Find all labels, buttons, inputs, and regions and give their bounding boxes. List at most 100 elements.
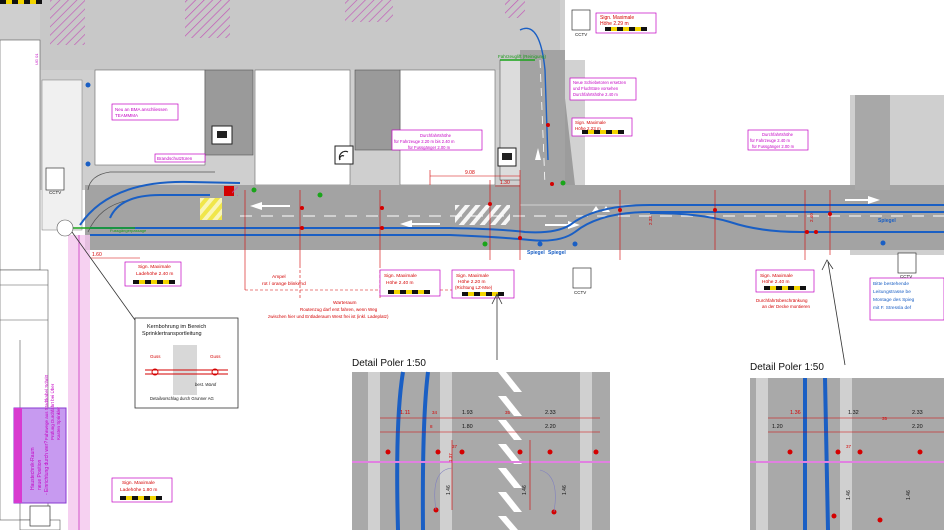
detail-left-dim-3: 2.33 <box>545 410 556 416</box>
kernbohrung-title-1: Kernbohrung im Bereich <box>147 324 206 330</box>
durchfahrt-right-2: für Fahrzeuge 2.40 m <box>750 138 791 143</box>
road-green-label: Fussgängerpassage <box>110 228 147 233</box>
green-path <box>65 59 535 229</box>
detail-left-small-3: 8 <box>430 424 433 429</box>
ampel-1: Ampel <box>272 274 286 280</box>
durchfahrt-left-1: Durchfahrtshöhe <box>420 133 452 138</box>
cctv-icon <box>29 9 917 527</box>
detail-right-vdim-2: 1.46 <box>906 490 912 500</box>
spiegel-label-3: Spiegel <box>878 218 896 224</box>
cctv-label-bottom: CCTV <box>574 290 586 295</box>
small-markers <box>85 82 886 247</box>
fahrzeuglift-label: Fahrzeuglift (Reinigung) <box>498 54 547 59</box>
labels-top: Sign. Maximale Höhe 2.29 m CCTV Fahrzeug… <box>34 15 795 195</box>
wand-label: best. Wand <box>195 382 217 387</box>
warteraum-text-1: Routenzug darf erst fahren, wenn Weg <box>300 307 378 312</box>
right-note-2: Leitungstrasse be <box>873 289 911 295</box>
guss-left: Guss <box>150 354 161 359</box>
sign-lade-1: Sign. Maximale <box>138 264 171 270</box>
bma-note-1: Neu an BMA anschliessen <box>115 107 168 112</box>
detail-left-vdim-1: 1.46 <box>446 485 452 495</box>
durchfahrt-decke-1: Durchfahrtsbeschränkung <box>756 298 808 303</box>
schiebetor-1: Neue Schiebetoren ersetzen <box>573 80 627 85</box>
detail-right-panel <box>750 377 944 530</box>
kernbohrung-title-2: Sprinklertransportleitung <box>142 331 202 337</box>
pink-text-2: Prüfung Durchfahrt bei Über <box>49 383 55 440</box>
dim-right-240: 2.40 <box>809 213 814 222</box>
detail-right-title: Detail Poler 1:50 <box>750 362 824 373</box>
sign-240-2: Höhe 2.40 m <box>386 280 413 286</box>
sign-lade-low-1: Sign. Maximale <box>122 480 155 486</box>
dim-right-233: 2.33 <box>648 216 653 225</box>
cctv-label-top: CCTV <box>575 32 587 37</box>
sign-right-2: Höhe 2.40 m <box>762 279 789 285</box>
spiegel-label-1: Spiegel <box>527 250 545 256</box>
wifi-icon <box>334 145 354 165</box>
detail-right-small-1: 37 <box>846 444 852 449</box>
detail-left-vdim-3: 1.37 <box>448 453 453 462</box>
labels-detail-left: Detail Poler 1:50 1.11 1.93 2.33 1.80 2.… <box>352 358 568 495</box>
side-code: UG 01 <box>34 53 39 65</box>
detail-right-dim-1: 1.36 <box>790 410 801 416</box>
labels-bottom: Sign. Maximale Ladehöhe 2.40 m Ampel rot… <box>120 264 915 493</box>
room-text-1: Haustechnik-Raum <box>30 447 36 490</box>
detail-right-dim-3: 2.33 <box>912 410 923 416</box>
cctv-label-left: CCTV <box>49 190 61 195</box>
bollard-markers <box>300 123 832 240</box>
dim-130: 1.30 <box>500 180 510 186</box>
detail-left-dim-1: 1.11 <box>400 410 410 416</box>
room-text-3: - Einrichtung durch wer? <box>44 441 50 495</box>
blue-route <box>79 27 944 242</box>
detail-right-dim-2: 1.32 <box>848 410 859 416</box>
right-note-1: Bitte bestehende <box>873 281 909 287</box>
sign-top-right-2: Höhe 2.29 m <box>600 21 629 27</box>
detail-left-dim-5: 2.20 <box>545 424 556 430</box>
detail-left-vdim-2: 1.46 <box>522 485 528 495</box>
schiebetor-3: Durchfahrtshöhe 2.40 m <box>573 92 618 97</box>
spiegel-label-2: Spiegel <box>548 250 566 256</box>
sign-mid-2: Höhe 2.23 m <box>575 126 601 131</box>
durchfahrt-decke-2: an der Decke montieren <box>762 304 811 309</box>
sign-right-1: Sign. Maximale <box>760 273 793 279</box>
detail-left-panel <box>352 371 610 530</box>
guss-right: Guss <box>210 354 221 359</box>
right-note-3: Montage des Spieg <box>873 297 915 303</box>
detail-left-small-4: 35 <box>505 410 511 415</box>
durchfahrt-left-3: für Fussgänger 2.00 m <box>408 145 451 150</box>
detail-left-small-2: 37 <box>452 444 458 449</box>
warning-bars <box>0 0 806 500</box>
sign-lade-2: Ladehöhe 2.40 m <box>136 271 173 277</box>
detail-left-title: Detail Poler 1:50 <box>352 358 426 369</box>
detail-right-dim-4: 1.20 <box>772 424 783 430</box>
detail-left-dim-4: 1.80 <box>462 424 473 430</box>
sign-220-1: Sign. Maximale <box>456 273 489 279</box>
durchfahrt-right-3: für Fussgänger 2.00 m <box>752 144 795 149</box>
ampel-2: rot / orange blinkend <box>262 281 306 287</box>
schiebetor-2: und Fluchttüre vorsehen <box>573 86 619 91</box>
dim-160: 1.60 <box>92 252 102 258</box>
dim-908: 9.08 <box>465 170 475 176</box>
leader-arrows <box>71 231 846 366</box>
detail-left-small-1: 34 <box>432 410 438 415</box>
sign-220-3: (Richtung LZ-Mse) <box>455 285 493 290</box>
camera-icon <box>211 125 517 167</box>
brandschutztueren-label: Brandschutztüren <box>157 156 193 161</box>
right-note-4: mit F. Stressla def <box>873 305 912 311</box>
warteraum-text-2: zwischen hier und Entladeraum West frei … <box>268 314 389 319</box>
durchfahrt-right-1: Durchfahrtshöhe <box>762 132 794 137</box>
sign-220-2: Höhe 2.20 m <box>458 279 485 285</box>
detail-left-vdim-4: 1.46 <box>562 485 568 495</box>
durchfahrt-left-2: für Fahrzeuge 2.20 m bis 2.40 m <box>394 139 455 144</box>
labels-left-vertical: Fahrwege aus Stadtkabel Schritt Prüfung … <box>30 374 61 495</box>
detail-right-small-2: 35 <box>882 416 888 421</box>
room-text-2: neue Position <box>37 459 43 490</box>
detail-left-dim-2: 1.93 <box>462 410 473 416</box>
pink-text-1: Fahrwege aus Stadtkabel Schritt <box>44 374 49 440</box>
callout-boxes <box>111 12 944 503</box>
sign-240-1: Sign. Maximale <box>384 273 417 279</box>
labels-kernbohrung: Kernbohrung im Bereich Sprinklertranspor… <box>142 324 221 401</box>
kernbohrung-box <box>134 317 239 409</box>
pink-text-3: Kasten Sprinkler <box>56 406 61 440</box>
sign-mid-1: Sign. Maximale <box>575 120 606 125</box>
